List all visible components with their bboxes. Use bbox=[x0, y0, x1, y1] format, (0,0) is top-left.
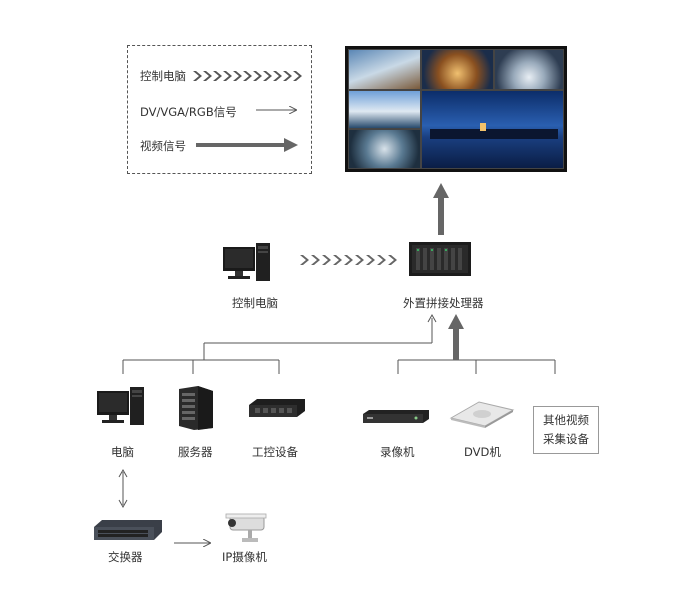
wall-tile-large bbox=[421, 90, 564, 169]
processor-label: 外置拼接处理器 bbox=[403, 296, 484, 310]
control-chevron-arrow bbox=[300, 255, 397, 265]
legend-thick-arrow bbox=[196, 138, 298, 152]
pc-label: 电脑 bbox=[111, 445, 134, 459]
wall-tile bbox=[421, 49, 494, 90]
recorder-label: 录像机 bbox=[380, 445, 415, 459]
left-tree-lines bbox=[122, 313, 437, 374]
server-label: 服务器 bbox=[178, 445, 213, 459]
industrial-label: 工控设备 bbox=[252, 445, 298, 459]
ip-camera-label: IP摄像机 bbox=[222, 550, 267, 564]
other-device-label-line2: 采集设备 bbox=[543, 432, 589, 446]
network-switch-icon bbox=[92, 518, 164, 542]
computer-icon bbox=[222, 241, 282, 285]
right-tree-lines bbox=[397, 314, 556, 374]
processor-icon bbox=[408, 241, 472, 277]
pc-switch-double-arrow bbox=[118, 468, 128, 509]
legend-signal-label: DV/VGA/RGB信号 bbox=[140, 105, 237, 119]
wall-tile bbox=[348, 49, 421, 90]
legend-box: 控制电脑 DV/VGA/RGB信号 视频信号 bbox=[127, 45, 312, 174]
control-pc-label: 控制电脑 bbox=[232, 296, 278, 310]
video-wall-icon bbox=[345, 46, 567, 172]
legend-control-pc-label: 控制电脑 bbox=[140, 69, 186, 83]
server-icon bbox=[176, 385, 216, 431]
legend-video-label: 视频信号 bbox=[140, 139, 186, 153]
other-device-label-line1: 其他视频 bbox=[543, 413, 589, 427]
output-thick-arrow bbox=[433, 183, 449, 235]
recorder-icon bbox=[361, 409, 431, 425]
wall-tile bbox=[348, 129, 421, 169]
wall-tile bbox=[348, 90, 421, 129]
ip-camera-icon bbox=[224, 510, 272, 544]
dvd-player-icon bbox=[449, 400, 515, 428]
dvd-label: DVD机 bbox=[464, 445, 501, 459]
legend-chevron-arrow bbox=[193, 71, 302, 81]
computer-icon bbox=[96, 385, 156, 429]
other-video-device-box: 其他视频 采集设备 bbox=[533, 406, 599, 454]
wall-tile bbox=[494, 49, 564, 90]
industrial-device-icon bbox=[247, 397, 307, 419]
switch-label: 交换器 bbox=[108, 550, 143, 564]
